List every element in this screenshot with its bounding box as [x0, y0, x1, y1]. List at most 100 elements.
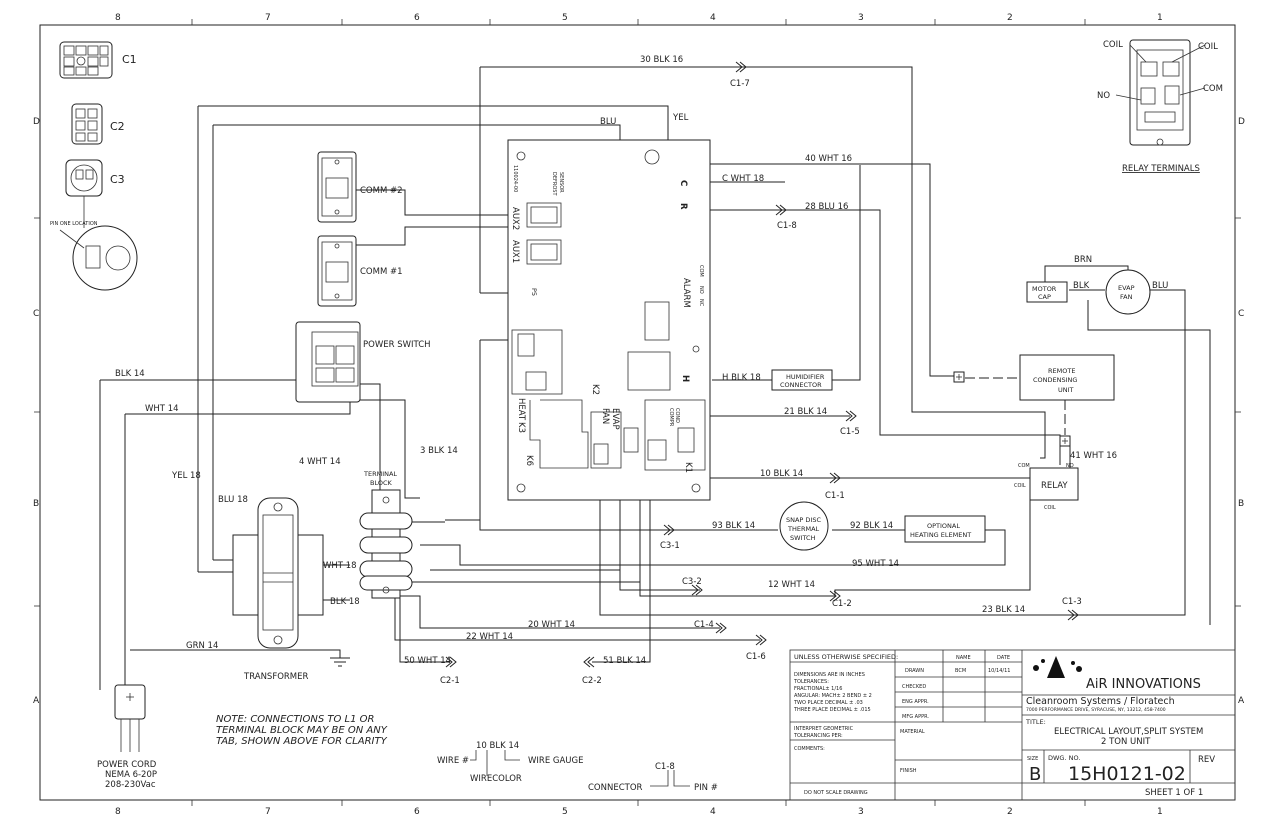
connection-note: NOTE: CONNECTIONS TO L1 OR TERMINAL BLOC… — [216, 714, 388, 747]
row-marker: D — [1238, 117, 1245, 127]
col-marker: 3 — [858, 13, 864, 23]
relay-terminals-caption: RELAY TERMINALS — [1122, 164, 1200, 174]
board-k6: K6 — [524, 455, 534, 466]
connector-c1-icon — [59, 41, 113, 79]
humidifier-label-1: HUMIDIFIER — [786, 373, 825, 381]
wire-label: WHT 18 — [323, 561, 357, 571]
board-k3: K3 — [516, 422, 526, 433]
board-heat: HEAT — [516, 398, 526, 421]
power-cord-label-2: NEMA 6-20P — [105, 770, 157, 780]
tb-eng-appr: ENG APPR. — [902, 699, 929, 705]
board-p5: P5 — [530, 288, 538, 296]
col-marker: 5 — [562, 807, 568, 817]
snap-label-2: THERMAL — [787, 525, 820, 533]
wire-label: C1-4 — [694, 620, 714, 630]
wire-label: C WHT 18 — [722, 174, 764, 184]
tb-tol: THREE PLACE DECIMAL ± .015 — [793, 707, 871, 713]
wire-label: GRN 14 — [186, 641, 218, 651]
wire-label: YEL — [672, 113, 689, 123]
evap-fan-label-2: FAN — [1120, 293, 1133, 301]
wire-3-blk-14 — [445, 519, 668, 531]
wire-label: C1-7 — [730, 79, 750, 89]
note-line: TERMINAL BLOCK MAY BE ON ANY — [216, 725, 388, 736]
wire-label: BLU — [600, 117, 616, 127]
col-marker: 8 — [115, 807, 121, 817]
board-compr: COMPR — [668, 408, 674, 427]
relay-com: COM — [1018, 463, 1030, 469]
transformer-label: TRANSFORMER — [243, 672, 309, 682]
col-marker: 5 — [562, 13, 568, 23]
remote-label-3: UNIT — [1058, 386, 1074, 394]
title-block — [789, 649, 1236, 801]
col-marker: 3 — [858, 807, 864, 817]
tb-drawn-date: 10/14/11 — [988, 668, 1010, 674]
relay-label: RELAY — [1041, 481, 1068, 491]
board-h: H — [680, 375, 690, 382]
tb-comments: COMMENTS: — [794, 746, 825, 752]
wire-label: 50 WHT 14 — [404, 656, 451, 666]
tb-sheet: SHEET 1 OF 1 — [1145, 788, 1203, 798]
relay-coil-label-right: COIL — [1198, 42, 1218, 52]
col-marker: 2 — [1007, 13, 1013, 23]
board-defrost: DEFROST — [551, 172, 557, 196]
wire-label: 95 WHT 14 — [852, 559, 899, 569]
row-marker: D — [33, 117, 40, 127]
remote-label-2: CONDENSING — [1033, 376, 1077, 384]
connector-c1-label: C1 — [122, 53, 137, 66]
col-marker: 8 — [115, 13, 121, 23]
tb-size: B — [1029, 764, 1041, 785]
wire-label: BLK 14 — [115, 369, 145, 379]
tb-rev-hdr: REV — [1198, 755, 1215, 765]
power-cord-plug — [114, 684, 146, 752]
wire-label: 3 BLK 14 — [420, 446, 458, 456]
wire-label: BRN — [1074, 255, 1092, 265]
remote-label-1: REMOTE — [1048, 367, 1075, 375]
tb-interp: INTERPRET GEOMETRIC — [794, 726, 854, 732]
comm1-jack — [317, 235, 357, 307]
power-cord-label-3: 208-230Vac — [105, 780, 156, 790]
relay — [1029, 467, 1079, 501]
col-marker: 4 — [710, 13, 716, 23]
company-logo-icon — [1033, 656, 1082, 678]
relay-coil-2: COIL — [1044, 505, 1056, 511]
wire-c3-2 — [430, 569, 700, 591]
legend-wire-color: WIRECOLOR — [470, 774, 522, 784]
tb-dwg-no: 15H0121-02 — [1068, 763, 1186, 785]
col-marker: 1 — [1157, 13, 1163, 23]
wire-grn-14 — [130, 649, 341, 658]
power-switch-label: POWER SWITCH — [363, 340, 431, 350]
board-evap: EVAP — [610, 408, 620, 430]
board-part-no: 110024-00 — [512, 165, 518, 192]
wire-22-wht-14 — [394, 596, 760, 641]
pin-locator-detail — [59, 225, 138, 291]
optional-heating-element — [904, 515, 986, 543]
board-nc: NC — [698, 299, 704, 307]
wire-comm1 — [355, 226, 527, 246]
wire-comm2 — [355, 189, 527, 216]
wire-51-blk-14 — [592, 485, 651, 663]
title-block-text: UNLESS OTHERWISE SPECIFIED: NAME DATE DR… — [793, 653, 1010, 796]
wire-label: C3-2 — [682, 577, 702, 587]
wire-label: 41 WHT 16 — [1070, 451, 1117, 461]
relay-coil-1: COIL — [1014, 483, 1026, 489]
sheet-border — [39, 24, 1236, 801]
motor-cap-label-1: MOTOR — [1032, 285, 1057, 293]
tb-checked: CHECKED — [902, 684, 926, 690]
wire-label: 40 WHT 16 — [805, 154, 852, 164]
motor-cap — [1026, 281, 1068, 303]
comm2-jack — [317, 151, 357, 223]
board-k2: K2 — [590, 384, 600, 395]
wire-label: BLK 18 — [330, 597, 360, 607]
humidifier-connector — [771, 369, 833, 391]
tb-drawn-name: BCM — [955, 668, 966, 674]
wire-label: 21 BLK 14 — [784, 407, 827, 417]
power-switch[interactable] — [295, 321, 361, 403]
wire-label: C3-1 — [660, 541, 680, 551]
control-board — [507, 139, 711, 501]
wire-label: BLU 18 — [218, 495, 248, 505]
row-marker: B — [1238, 499, 1244, 509]
legend-wire-gauge: WIRE GAUGE — [528, 756, 583, 766]
tb-name-hdr: NAME — [956, 655, 971, 661]
tb-title-hdr: TITLE: — [1025, 718, 1046, 726]
board-no: NO — [698, 286, 704, 294]
